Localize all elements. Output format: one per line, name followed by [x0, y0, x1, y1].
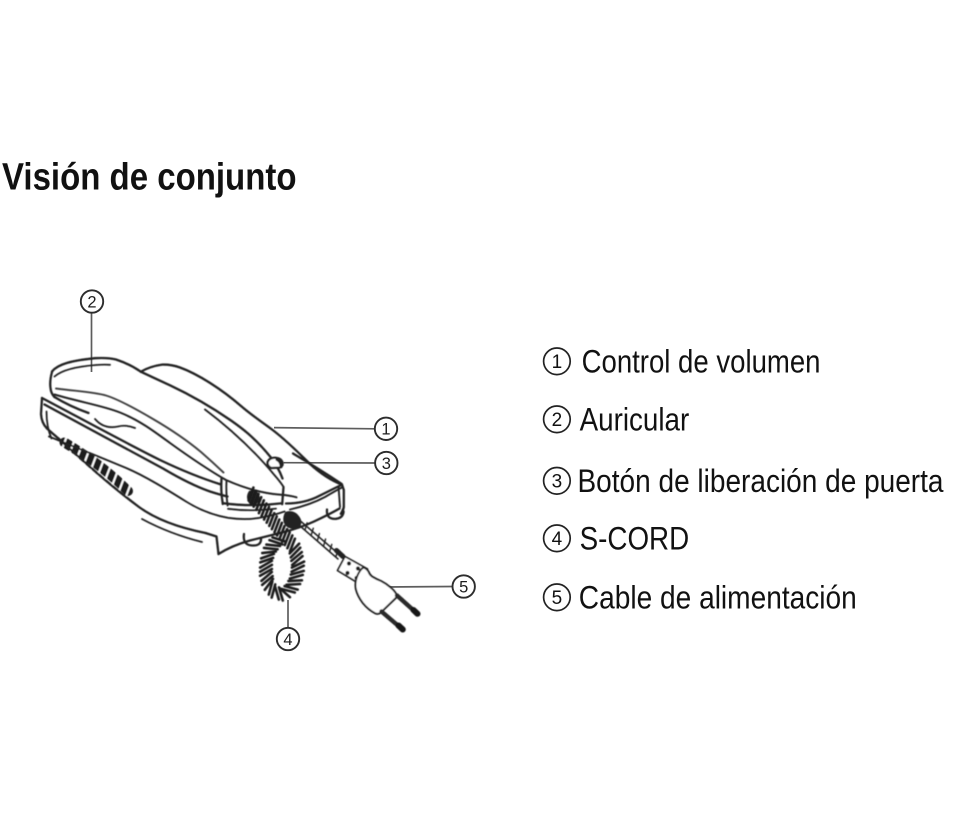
svg-text:3: 3 — [382, 455, 391, 473]
svg-text:Visión de conjunto: Visión de conjunto — [2, 157, 297, 199]
svg-text:Cable de alimentación: Cable de alimentación — [579, 580, 857, 616]
svg-text:5: 5 — [552, 588, 563, 609]
svg-text:4: 4 — [283, 631, 292, 649]
svg-text:Auricular: Auricular — [580, 402, 690, 438]
svg-text:1: 1 — [381, 421, 390, 439]
svg-text:5: 5 — [459, 578, 468, 596]
svg-text:3: 3 — [552, 471, 563, 492]
svg-text:4: 4 — [552, 529, 563, 550]
svg-text:2: 2 — [552, 410, 563, 431]
svg-text:2: 2 — [87, 293, 96, 311]
svg-text:1: 1 — [552, 352, 563, 373]
svg-text:S-CORD: S-CORD — [580, 521, 690, 557]
svg-text:Control de volumen: Control de volumen — [582, 344, 821, 380]
svg-text:Botón de liberación de puerta: Botón de liberación de puerta — [578, 463, 944, 499]
